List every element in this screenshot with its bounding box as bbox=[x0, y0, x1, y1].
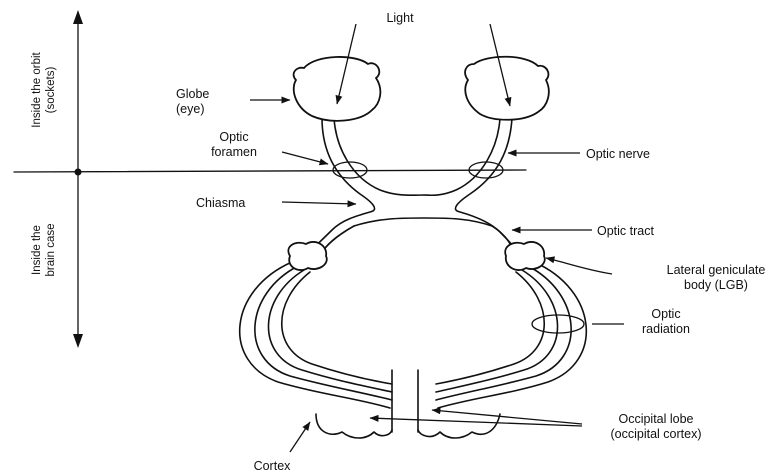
brain-label-line1: Inside the bbox=[31, 225, 43, 275]
optic-nerve-label: Optic nerve bbox=[586, 147, 650, 161]
right-globe-eye bbox=[465, 57, 549, 120]
occipital-label-line1: Occipital lobe bbox=[618, 412, 693, 426]
chiasma-pointer-arrow-icon bbox=[282, 202, 356, 204]
axis-down-arrow-icon bbox=[73, 334, 83, 348]
optic-pathway-outline bbox=[304, 118, 524, 262]
right-optic-radiation bbox=[436, 262, 586, 408]
optic-radiation-label-line2: radiation bbox=[642, 322, 690, 336]
optic-tract-label: Optic tract bbox=[597, 224, 654, 238]
axis-up-arrow-icon bbox=[73, 10, 83, 24]
orbit-label-line2: (sockets) bbox=[45, 67, 57, 114]
right-inner-edge bbox=[424, 118, 500, 195]
lgb-label-line2: body (LGB) bbox=[684, 278, 748, 292]
globe-label-line1: Globe bbox=[176, 87, 209, 101]
occipital-label-line2: (occipital cortex) bbox=[611, 427, 702, 441]
optic-foramen-label-line1: Optic bbox=[219, 130, 248, 144]
boundary-dot bbox=[75, 169, 82, 176]
optic-foramen-label-line2: foramen bbox=[211, 145, 257, 159]
left-lgb bbox=[288, 242, 326, 270]
left-cortex-outline bbox=[316, 414, 392, 438]
boundary-line bbox=[14, 170, 526, 172]
lgb-label-line1: Lateral geniculate bbox=[667, 263, 766, 277]
right-lgb bbox=[505, 242, 545, 270]
brain-case-side-label: Inside the brain case bbox=[31, 223, 57, 276]
left-optic-radiation bbox=[240, 262, 392, 408]
occipital-pointer-arrow-2 bbox=[370, 418, 582, 426]
left-outer-edge bbox=[304, 118, 375, 262]
right-fiber-3 bbox=[436, 270, 558, 392]
foramen-pointer-arrow-icon bbox=[282, 152, 328, 164]
right-cortex-outline bbox=[418, 414, 500, 438]
cortex-pointer-arrow-icon bbox=[290, 422, 310, 452]
chiasma-lower-edge bbox=[354, 218, 492, 226]
right-outer-edge bbox=[455, 118, 524, 262]
lgb-pointer-arrow-icon bbox=[546, 258, 612, 274]
right-fiber-4 bbox=[436, 272, 544, 384]
left-fiber-4 bbox=[282, 272, 392, 384]
region-axis bbox=[14, 10, 526, 348]
chiasma-label: Chiasma bbox=[196, 196, 245, 210]
orbit-label-line1: Inside the orbit bbox=[31, 51, 43, 127]
cortex-label: Cortex bbox=[254, 459, 292, 473]
orbit-side-label: Inside the orbit (sockets) bbox=[31, 51, 57, 127]
brain-label-line2: brain case bbox=[45, 223, 57, 276]
occipital-pointer-arrow-1 bbox=[432, 410, 582, 424]
light-label: Light bbox=[386, 11, 414, 25]
left-globe-eye bbox=[294, 57, 381, 121]
globe-label-line2: (eye) bbox=[176, 102, 204, 116]
optic-radiation-label-line1: Optic bbox=[651, 307, 680, 321]
left-fiber-3 bbox=[268, 270, 392, 392]
